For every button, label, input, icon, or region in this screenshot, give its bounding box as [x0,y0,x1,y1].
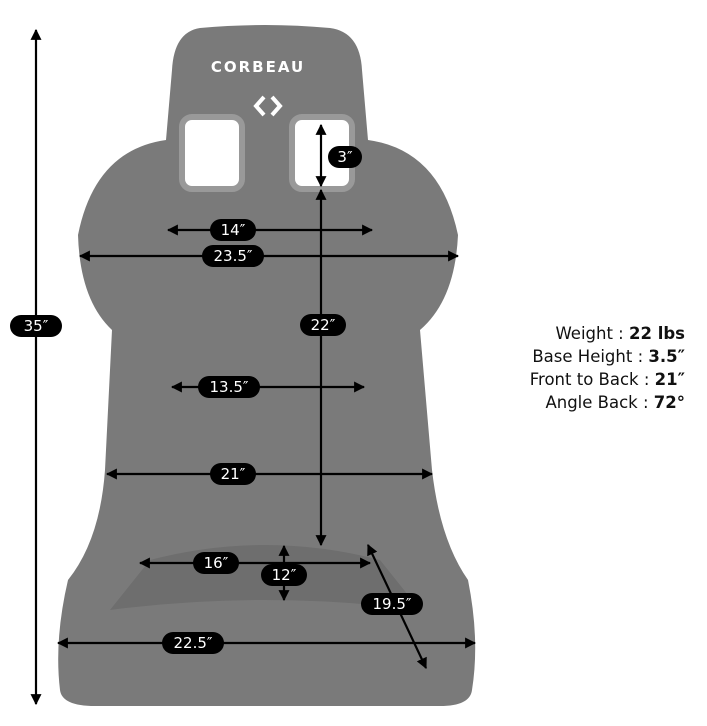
label-seat-depth-side: 19.5″ [361,593,423,615]
spec-base-height: Base Height : 3.5″ [470,345,685,368]
spec-value: 72° [653,393,685,412]
spec-label: Weight : [555,324,624,343]
spec-value: 22 lbs [629,324,685,343]
svg-text:21″: 21″ [221,465,246,483]
spec-list: Weight : 22 lbs Base Height : 3.5″ Front… [470,322,685,414]
svg-text:16″: 16″ [204,554,229,572]
label-upper-inner-width: 14″ [210,219,256,241]
svg-text:22″: 22″ [311,316,336,334]
seat-shell [58,25,476,706]
label-overall-height: 35″ [10,315,62,337]
spec-value: 3.5″ [648,347,685,366]
label-mid-inner-width: 13.5″ [198,376,260,398]
spec-weight: Weight : 22 lbs [470,322,685,345]
label-seat-inner-width: 16″ [193,552,239,574]
spec-label: Front to Back : [529,370,650,389]
svg-text:19.5″: 19.5″ [372,595,411,613]
spec-value: 21″ [654,370,685,389]
label-seat-depth-center: 12″ [261,564,307,586]
brand-emblem-icon [253,95,283,117]
svg-text:12″: 12″ [272,566,297,584]
label-back-height: 22″ [300,314,346,336]
harness-slot-left [179,114,245,192]
label-base-width: 22.5″ [162,632,224,654]
brand-logo: CORBEAU [211,58,305,76]
label-shoulder-width: 23.5″ [202,245,264,267]
svg-text:22.5″: 22.5″ [173,634,212,652]
svg-text:3″: 3″ [337,148,353,166]
svg-text:14″: 14″ [221,221,246,239]
label-harness-slot: 3″ [328,146,362,168]
label-hip-width: 21″ [210,463,256,485]
svg-text:23.5″: 23.5″ [213,247,252,265]
spec-angle-back: Angle Back : 72° [470,391,685,414]
spec-label: Angle Back : [545,393,649,412]
svg-text:35″: 35″ [24,317,49,335]
spec-label: Base Height : [532,347,644,366]
svg-text:13.5″: 13.5″ [209,378,248,396]
spec-front-to-back: Front to Back : 21″ [470,368,685,391]
